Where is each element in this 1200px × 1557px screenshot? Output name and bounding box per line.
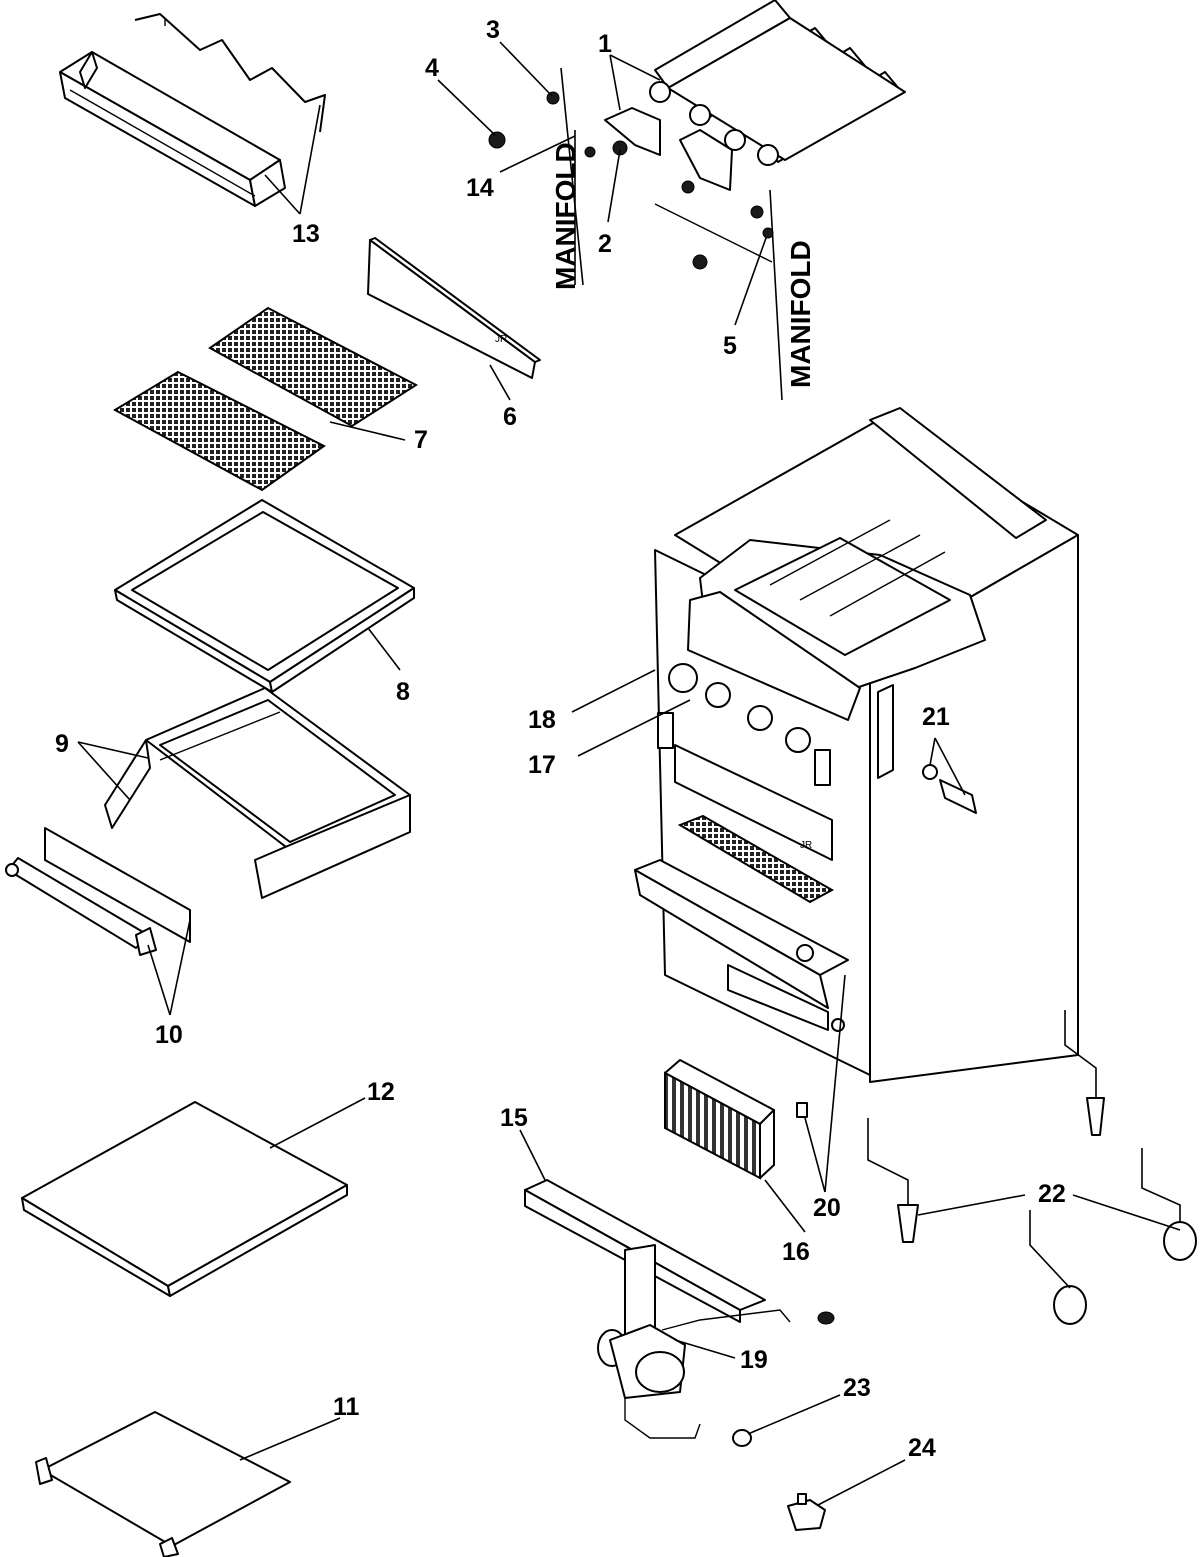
part-20-clip	[796, 1102, 808, 1118]
callout-9: 9	[55, 730, 69, 758]
callout-18: 18	[528, 706, 556, 734]
callout-12: 12	[367, 1078, 395, 1106]
callout-7: 7	[414, 426, 428, 454]
callout-2: 2	[598, 230, 612, 258]
callout-17: 17	[528, 751, 556, 779]
manifold-label-left: MANIFOLD	[550, 142, 581, 290]
callout-3: 3	[486, 16, 500, 44]
part-9-drawer-frame	[104, 687, 411, 899]
callout-24: 24	[908, 1434, 936, 1462]
callout-1: 1	[598, 30, 612, 58]
part-19-blower	[597, 1309, 835, 1439]
callout-10: 10	[155, 1021, 183, 1049]
part-8-frame	[114, 499, 415, 693]
callout-8: 8	[396, 678, 410, 706]
callout-21: 21	[922, 703, 950, 731]
cabinet-stamp: JR	[800, 840, 812, 851]
part-16-filter	[664, 1059, 775, 1180]
callout-11: 11	[333, 1393, 360, 1421]
callout-15: 15	[500, 1104, 528, 1132]
callout-22: 22	[1038, 1180, 1066, 1208]
callout-13: 13	[292, 220, 320, 248]
callout-6: 6	[503, 403, 517, 431]
part-23-fitting	[732, 1429, 752, 1447]
callout-20: 20	[813, 1194, 841, 1222]
callout-numbers: 1 2 3 4 5 6 7 8 9 10 11 12 13 14 15 16 1…	[55, 16, 1066, 1462]
part-13-top-trim	[59, 13, 326, 207]
callout-23: 23	[843, 1374, 871, 1402]
part-15-tray	[524, 1179, 766, 1341]
cabinet-assembly: JR	[634, 407, 1079, 1083]
part-10-rail	[5, 827, 191, 956]
callout-16: 16	[782, 1238, 810, 1266]
part-24-switch	[787, 1493, 826, 1531]
callout-5: 5	[723, 332, 737, 360]
leader-lines	[77, 41, 1181, 1506]
callout-14: 14	[466, 174, 494, 202]
part-6-panel: JR	[367, 237, 541, 379]
callout-19: 19	[740, 1346, 768, 1374]
part-12-shelf	[21, 1101, 348, 1297]
part-21-bracket	[877, 684, 977, 814]
panel-stamp: JR	[495, 334, 507, 345]
manifold-label-right: MANIFOLD	[785, 240, 816, 388]
part-7-grates	[112, 306, 418, 492]
part-22-legs	[897, 1097, 1197, 1325]
part-11-tray	[35, 1411, 291, 1557]
callout-4: 4	[425, 54, 439, 82]
